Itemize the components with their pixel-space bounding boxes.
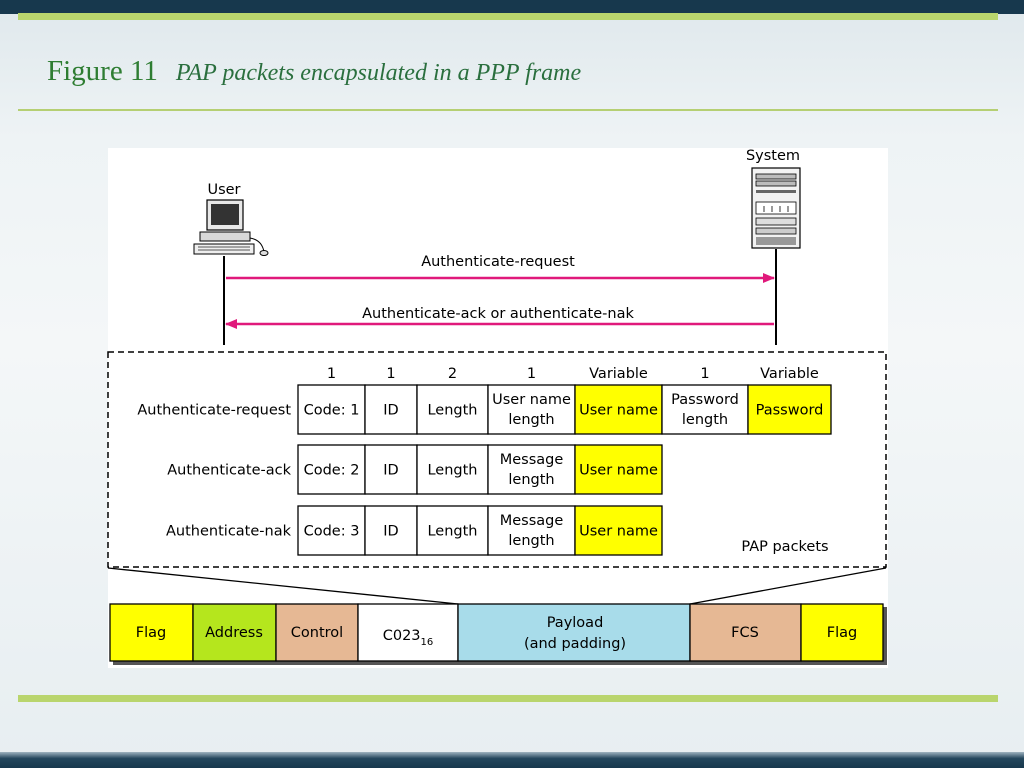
packet-field-cell xyxy=(297,384,366,435)
packet-field-cell xyxy=(416,384,489,435)
packet-field-label: User name xyxy=(579,463,658,479)
pap-packets-box xyxy=(107,351,887,568)
frame-protocol-label: C02316 xyxy=(383,628,434,648)
frame-protocol xyxy=(357,603,459,662)
packet-field-cell xyxy=(574,444,663,495)
figure-caption: PAP packets encapsulated in a PPP frame xyxy=(175,60,582,86)
bottom-accent-line xyxy=(18,695,998,702)
packet-field-cell xyxy=(487,384,576,435)
packet-field-label: Length xyxy=(427,403,477,419)
packet-field-label: Code: 2 xyxy=(304,463,360,479)
frame-control-label: Control xyxy=(291,625,343,641)
field-size-row: 1 1 2 1 Variable 1 Variable xyxy=(327,366,819,382)
frame-fcs-label: FCS xyxy=(731,625,759,641)
packet-field-cell xyxy=(661,384,749,435)
encap-line-left xyxy=(107,567,459,605)
packet-field-cell xyxy=(747,384,832,435)
packet-field-cell xyxy=(364,384,418,435)
field-size-label: 1 xyxy=(700,366,709,382)
response-arrow-label: Authenticate-ack or authenticate-nak xyxy=(362,306,634,322)
title-separator xyxy=(18,109,998,111)
top-accent-line xyxy=(18,13,998,20)
frame-flag-end xyxy=(800,603,884,662)
figure-number: Figure 11 xyxy=(47,55,158,87)
user-computer-icon xyxy=(193,199,269,256)
packet-type-label: Authenticate-ack xyxy=(167,463,291,479)
system-label: System xyxy=(746,148,800,164)
packet-field-cell xyxy=(416,444,489,495)
field-size-label: 2 xyxy=(448,366,457,382)
packet-field-label: Password xyxy=(671,392,739,408)
packet-field-label: Code: 1 xyxy=(304,403,360,419)
packet-field-label: Length xyxy=(427,524,477,540)
frame-payload-label: Payload xyxy=(547,615,604,631)
pap-packets-label: PAP packets xyxy=(741,539,828,555)
encap-line-right xyxy=(689,567,887,605)
user-label: User xyxy=(207,182,240,198)
packet-field-label: length xyxy=(682,412,728,428)
packet-field-label: Message xyxy=(500,513,564,529)
packet-field-label: length xyxy=(508,472,554,488)
packet-field-label: ID xyxy=(383,403,398,419)
field-size-label: Variable xyxy=(760,366,819,382)
field-size-label: 1 xyxy=(327,366,336,382)
packet-field-label: length xyxy=(508,533,554,549)
packet-field-label: ID xyxy=(383,524,398,540)
frame-address xyxy=(192,603,277,662)
packet-field-label: Code: 3 xyxy=(304,524,360,540)
field-size-label: Variable xyxy=(589,366,648,382)
frame-payload-sublabel: (and padding) xyxy=(524,636,626,652)
frame-fcs xyxy=(689,603,802,662)
frame-address-label: Address xyxy=(205,625,263,641)
packet-field-cell xyxy=(574,505,663,556)
packet-field-label: Length xyxy=(427,463,477,479)
packet-field-label: User name xyxy=(579,403,658,419)
packet-type-label: Authenticate-nak xyxy=(166,524,292,540)
field-size-label: 1 xyxy=(527,366,536,382)
packet-field-label: Message xyxy=(500,452,564,468)
packet-field-cell xyxy=(574,384,663,435)
packet-field-cell xyxy=(364,505,418,556)
ppp-frame: Flag Address Control C02316 Payload (and… xyxy=(109,603,887,665)
packet-field-label: User name xyxy=(492,392,571,408)
packet-type-label: Authenticate-request xyxy=(137,403,291,419)
frame-flag-end-label: Flag xyxy=(827,625,857,641)
bottom-band xyxy=(0,752,1024,768)
frame-flag-start-label: Flag xyxy=(136,625,166,641)
packet-field-cell xyxy=(297,505,366,556)
packet-field-label: ID xyxy=(383,463,398,479)
packet-field-label: Password xyxy=(756,403,824,419)
packet-field-cell xyxy=(487,505,576,556)
frame-payload xyxy=(457,603,691,662)
system-server-icon xyxy=(751,167,801,249)
packet-field-cell xyxy=(487,444,576,495)
field-size-label: 1 xyxy=(386,366,395,382)
top-band xyxy=(0,0,1024,14)
packet-field-cell xyxy=(297,444,366,495)
packet-field-label: length xyxy=(508,412,554,428)
slide-title: Figure 11 PAP packets encapsulated in a … xyxy=(47,55,581,88)
request-arrow-label: Authenticate-request xyxy=(421,254,575,270)
packet-field-label: User name xyxy=(579,524,658,540)
